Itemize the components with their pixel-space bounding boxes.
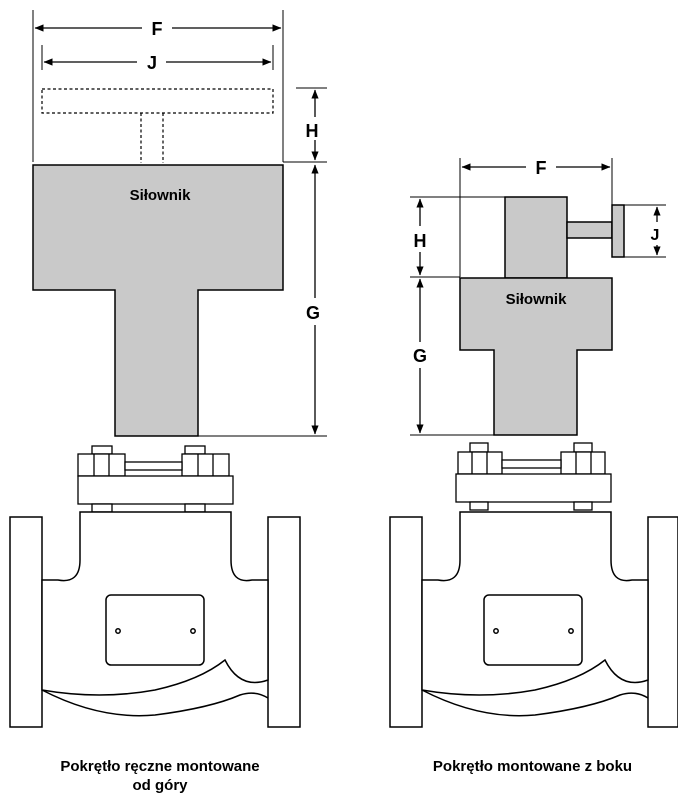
left-dimension-j: J [43,53,272,73]
left-dim-g-label: G [306,303,320,323]
right-actuator-body [459,277,613,436]
right-valve-bonnet [455,442,612,511]
left-caption-line2: od góry [132,777,188,794]
left-actuator-label: Siłownik [130,187,192,204]
left-valve-body [9,511,301,728]
left-actuator-body [32,164,284,437]
right-caption-line1: Pokrętło montowane z boku [432,758,633,775]
right-dim-g-label: G [413,346,427,366]
left-caption-line1: Pokrętło ręczne montowane [60,758,260,775]
left-caption: Pokrętło ręczne montowane od góry [20,757,300,795]
left-handwheel-dashed [41,88,274,163]
right-dimension-h: H [414,198,427,276]
right-figure: F H G J Si [389,158,678,728]
right-dim-f-label: F [536,158,547,178]
right-caption: Pokrętło montowane z boku [400,757,665,776]
left-dimension-f: F [34,19,282,39]
right-dimension-f: F [461,158,611,178]
right-dimension-g: G [413,278,427,434]
right-dim-h-label: H [414,231,427,251]
left-dimension-g: G [306,164,320,435]
right-handwheel [504,196,625,279]
left-dim-j-label: J [147,53,157,73]
right-dim-j-label: J [651,227,660,244]
right-valve-body [389,511,678,728]
left-dim-f-label: F [152,19,163,39]
right-dimension-j: J [651,206,661,256]
left-dimension-h: H [306,89,319,161]
right-actuator-label: Siłownik [506,291,568,308]
left-figure: F J H Siłownik G [9,10,327,728]
left-dim-h-label: H [306,121,319,141]
left-valve-bonnet [77,445,234,513]
